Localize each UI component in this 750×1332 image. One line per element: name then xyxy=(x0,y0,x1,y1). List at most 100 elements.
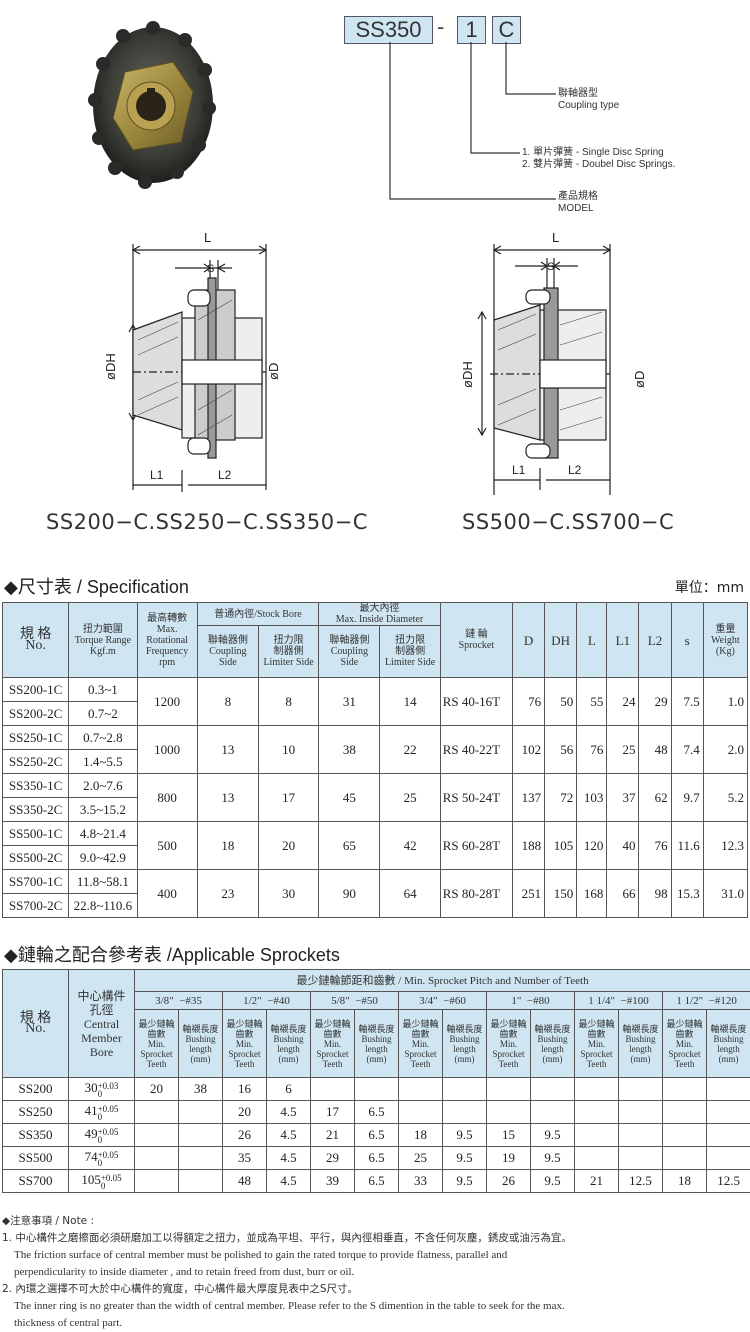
spr-cell-value xyxy=(135,1147,179,1170)
spec-cell-L2: 62 xyxy=(639,774,671,822)
spec-cell-D: 188 xyxy=(512,822,544,870)
spec-cell-stock-c: 8 xyxy=(197,678,258,726)
spr-cell-value: 33 xyxy=(399,1170,443,1193)
spec-cell-max-c: 38 xyxy=(319,726,380,774)
spec-cell-DH: 56 xyxy=(545,726,577,774)
spec-cell-stock-c: 23 xyxy=(197,870,258,918)
spr-cell-value xyxy=(311,1078,355,1101)
drawing-left: L S øDH øD L1 L2 xyxy=(100,230,285,500)
code-type: C xyxy=(492,16,521,44)
spec-cell-L: 120 xyxy=(577,822,607,870)
spec-cell-torque: 4.8~21.4 xyxy=(69,822,137,846)
spec-cell-model: SS700-2C xyxy=(3,894,69,918)
spr-head-pitch: 1/2" −#40 xyxy=(223,992,311,1010)
spec-cell-L2: 48 xyxy=(639,726,671,774)
spec-cell-torque: 0.3~1 xyxy=(69,678,137,702)
spr-cell-value: 38 xyxy=(179,1078,223,1101)
spr-cell-value: 12.5 xyxy=(619,1170,663,1193)
code-series: SS350 xyxy=(344,16,433,44)
spr-cell-value: 20 xyxy=(223,1101,267,1124)
spec-cell-torque: 0.7~2 xyxy=(69,702,137,726)
spec-cell-L: 168 xyxy=(577,870,607,918)
spec-cell-s: 7.4 xyxy=(671,726,703,774)
spr-cell-model: SS700 xyxy=(3,1170,69,1193)
spr-cell-model: SS500 xyxy=(3,1147,69,1170)
spec-cell-max-l: 64 xyxy=(380,870,440,918)
spec-title-en: / Specification xyxy=(72,577,189,597)
spr-cell-value xyxy=(487,1101,531,1124)
spec-head-l2: L2 xyxy=(639,603,671,678)
spec-cell-s: 9.7 xyxy=(671,774,703,822)
spec-cell-model: SS250-1C xyxy=(3,726,69,750)
product-photo xyxy=(85,0,220,200)
spec-cell-s: 11.6 xyxy=(671,822,703,870)
spec-cell-model: SS700-1C xyxy=(3,870,69,894)
spr-cell-value: 48 xyxy=(223,1170,267,1193)
spec-cell-torque: 11.8~58.1 xyxy=(69,870,137,894)
spec-cell-model: SS350-1C xyxy=(3,774,69,798)
sprocket-title-en: /Applicable Sprockets xyxy=(162,945,340,965)
spr-head-pitch: 5/8" −#50 xyxy=(311,992,399,1010)
notes-title: ◆注意事項 / Note : xyxy=(2,1213,748,1230)
spr-cell-value xyxy=(707,1147,750,1170)
spr-cell-value: 4.5 xyxy=(267,1101,311,1124)
spr-cell-value xyxy=(619,1124,663,1147)
spec-cell-torque: 9.0~42.9 xyxy=(69,846,137,870)
note-1-zh: 1. 中心構件之磨擦面必須研磨加工以得額定之扭力，並成為平坦、平行，與內徑相垂直… xyxy=(2,1230,748,1247)
spr-cell-value: 19 xyxy=(487,1147,531,1170)
spec-cell-model: SS500-1C xyxy=(3,822,69,846)
drawing-left-l-label: L xyxy=(204,230,211,245)
spr-cell-value xyxy=(575,1078,619,1101)
spec-cell-sprocket: RS 40-22T xyxy=(440,726,512,774)
spec-head-dh: DH xyxy=(545,603,577,678)
spr-cell-value xyxy=(663,1101,707,1124)
spr-cell-model: SS350 xyxy=(3,1124,69,1147)
spr-cell-value xyxy=(663,1124,707,1147)
spr-cell-value: 6 xyxy=(267,1078,311,1101)
spec-head-s: s xyxy=(671,603,703,678)
note-2-zh: 2. 內環之選擇不可大於中心構件的寬度，中心構件最大厚度見表中之S尺寸。 xyxy=(2,1281,748,1298)
spr-cell-value xyxy=(135,1101,179,1124)
spec-cell-stock-c: 13 xyxy=(197,726,258,774)
spec-cell-model: SS350-2C xyxy=(3,798,69,822)
code-dash: - xyxy=(437,14,444,40)
drawing-right-d-label: øD xyxy=(632,371,647,388)
spec-cell-D: 76 xyxy=(512,678,544,726)
spec-cell-L2: 76 xyxy=(639,822,671,870)
spr-head-top: 最少鏈輪節距和齒數 / Min. Sprocket Pitch and Numb… xyxy=(135,970,750,992)
caption-right: SS500−C.SS700−C xyxy=(462,510,674,534)
spr-head-pitch: 1 1/4" −#100 xyxy=(575,992,663,1010)
spec-cell-DH: 50 xyxy=(545,678,577,726)
spec-cell-sprocket: RS 80-28T xyxy=(440,870,512,918)
spec-cell-stock-l: 17 xyxy=(258,774,318,822)
spec-cell-max-c: 31 xyxy=(319,678,380,726)
spr-cell-value: 12.5 xyxy=(707,1170,750,1193)
spec-cell-rpm: 500 xyxy=(137,822,197,870)
drawing-right-l1-label: L1 xyxy=(512,463,526,477)
spr-cell-value xyxy=(487,1078,531,1101)
spec-cell-torque: 2.0~7.6 xyxy=(69,774,137,798)
spec-cell-sprocket: RS 50-24T xyxy=(440,774,512,822)
spec-cell-stock-l: 20 xyxy=(258,822,318,870)
spr-cell-value: 9.5 xyxy=(531,1124,575,1147)
spec-cell-stock-l: 10 xyxy=(258,726,318,774)
spec-cell-model: SS250-2C xyxy=(3,750,69,774)
spec-title: ◆尺寸表 / Specification xyxy=(4,573,189,599)
